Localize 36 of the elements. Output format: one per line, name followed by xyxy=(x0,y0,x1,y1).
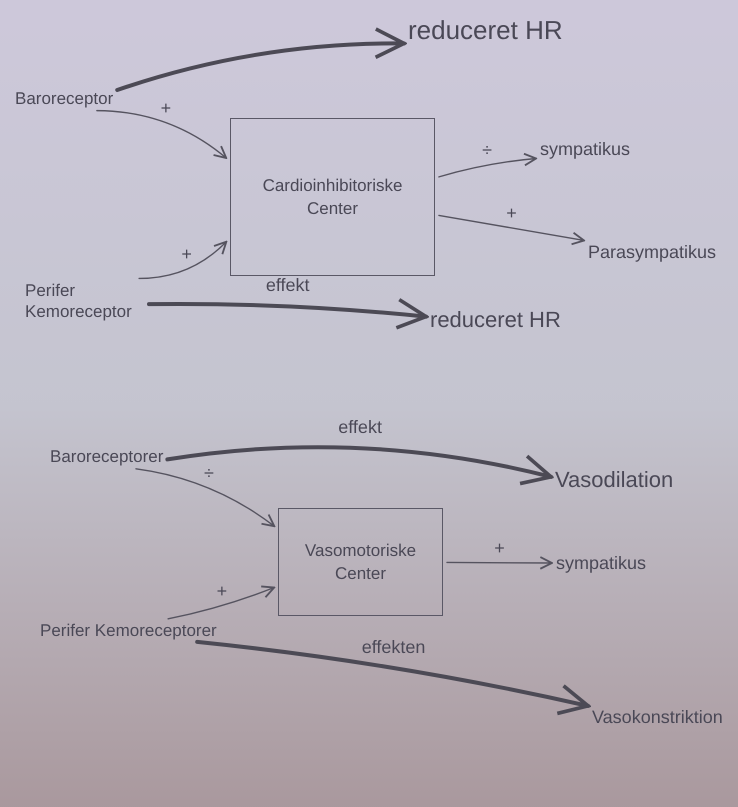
arrow xyxy=(165,445,553,486)
edge-label: ÷ xyxy=(204,464,214,482)
edge-label: effekt xyxy=(266,276,310,294)
arrow xyxy=(167,585,276,620)
node-label: reduceret HR xyxy=(430,306,561,334)
edge-label: + xyxy=(506,204,517,222)
edge-label: + xyxy=(181,245,192,264)
arrow xyxy=(135,468,276,528)
node-label: sympatikus xyxy=(540,138,630,160)
process-box xyxy=(278,508,443,616)
edge-label: + xyxy=(494,538,505,557)
edge-label: effekt xyxy=(338,418,382,436)
node-label: Parasympatikus xyxy=(588,241,716,264)
arrow xyxy=(438,152,537,178)
arrow xyxy=(446,556,553,570)
node-label: Vasodilation xyxy=(555,466,674,494)
arrow xyxy=(438,214,585,246)
box-label: Vasomotoriske Center xyxy=(304,540,418,585)
arrow xyxy=(115,28,406,92)
node-label: Perifer Kemoreceptor xyxy=(25,280,145,322)
arrow xyxy=(96,110,228,159)
arrow xyxy=(147,298,428,330)
node-label: Baroreceptor xyxy=(15,88,114,110)
node-label: Baroreceptorer xyxy=(50,446,164,468)
box-label: Cardioinhibitoriske Center xyxy=(262,174,404,220)
node-label: reduceret HR xyxy=(408,14,563,46)
edge-label: ÷ xyxy=(482,141,492,160)
node-label: Vasokonstriktion xyxy=(592,706,723,728)
edge-label: + xyxy=(216,582,228,600)
process-box xyxy=(230,118,435,276)
node-label: sympatikus xyxy=(556,552,646,574)
edge-label: effekten xyxy=(362,638,426,656)
arrow xyxy=(195,640,590,716)
node-label: Perifer Kemoreceptorer xyxy=(40,620,217,642)
arrow xyxy=(138,240,228,280)
edge-label: + xyxy=(160,98,172,117)
